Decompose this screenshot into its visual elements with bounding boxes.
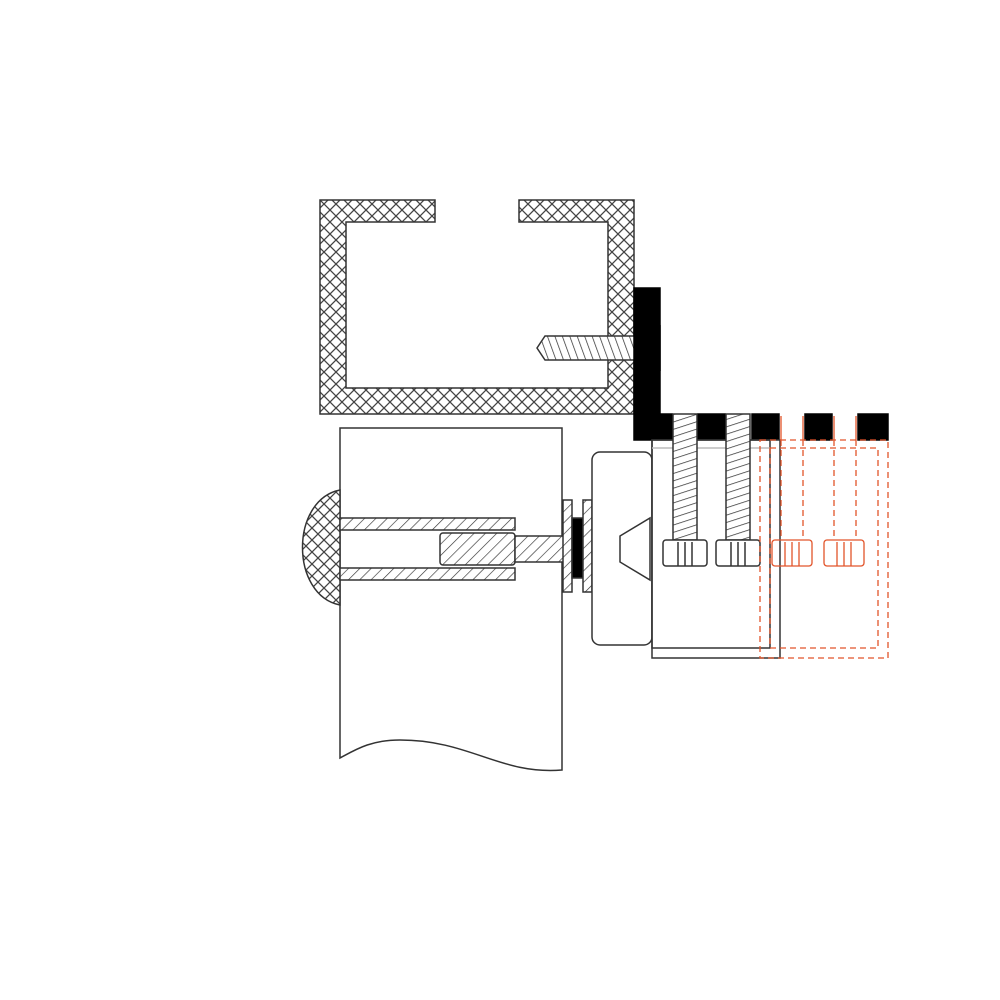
gasket xyxy=(571,517,584,579)
washer xyxy=(562,499,573,593)
c-channel xyxy=(319,199,635,415)
dome-cap xyxy=(301,489,341,606)
glass-panel xyxy=(339,427,563,772)
l-bracket xyxy=(633,287,889,441)
washer xyxy=(582,499,593,593)
clamp-screws xyxy=(662,413,761,567)
alternate-clamp-position xyxy=(759,416,889,659)
sleeve xyxy=(339,517,516,581)
